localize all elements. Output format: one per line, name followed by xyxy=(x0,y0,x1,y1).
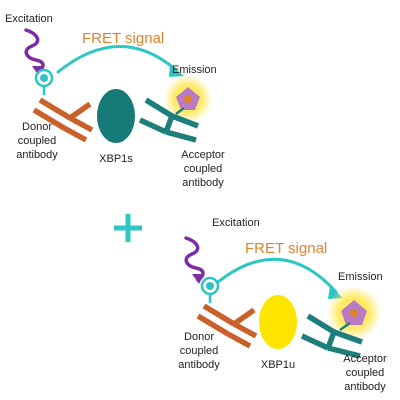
excitation-arrowhead-icon xyxy=(192,274,204,284)
acceptor-antibody-icon xyxy=(300,313,363,359)
fret-arrow-icon xyxy=(216,257,338,294)
acceptor-antibody-icon xyxy=(138,97,199,143)
fret-arrowhead-icon xyxy=(169,64,184,77)
acceptor-coupled-antibody-label: Acceptor coupled antibody xyxy=(181,149,225,189)
fret-signal-label: FRET signal xyxy=(245,240,328,257)
xbp1s-protein-icon xyxy=(97,89,135,143)
panel-xbp1u xyxy=(184,236,381,359)
acceptor-coupled-antibody-label: Acceptor coupled antibody xyxy=(343,353,387,393)
xbp1u-label: XBP1u xyxy=(260,359,296,371)
xbp1u-protein-icon xyxy=(259,295,297,349)
donor-antibody-icon xyxy=(196,303,258,349)
donor-coupled-antibody-label: Donor coupled antibody xyxy=(178,331,220,371)
excitation-wave-icon xyxy=(24,28,45,74)
excitation-wave-icon xyxy=(184,236,205,282)
emission-label: Emission xyxy=(172,64,217,76)
fret-signal-label: FRET signal xyxy=(82,30,165,47)
plus-icon xyxy=(114,214,142,242)
fret-arrow-icon xyxy=(56,45,178,74)
xbp1s-label: XBP1s xyxy=(99,153,133,165)
donor-coupled-antibody-label: Donor coupled antibody xyxy=(16,121,58,161)
donor-antibody-icon xyxy=(32,97,94,143)
emission-label: Emission xyxy=(338,271,383,283)
excitation-label: Excitation xyxy=(5,13,53,25)
panel-xbp1s xyxy=(24,28,212,143)
excitation-label: Excitation xyxy=(212,217,260,229)
